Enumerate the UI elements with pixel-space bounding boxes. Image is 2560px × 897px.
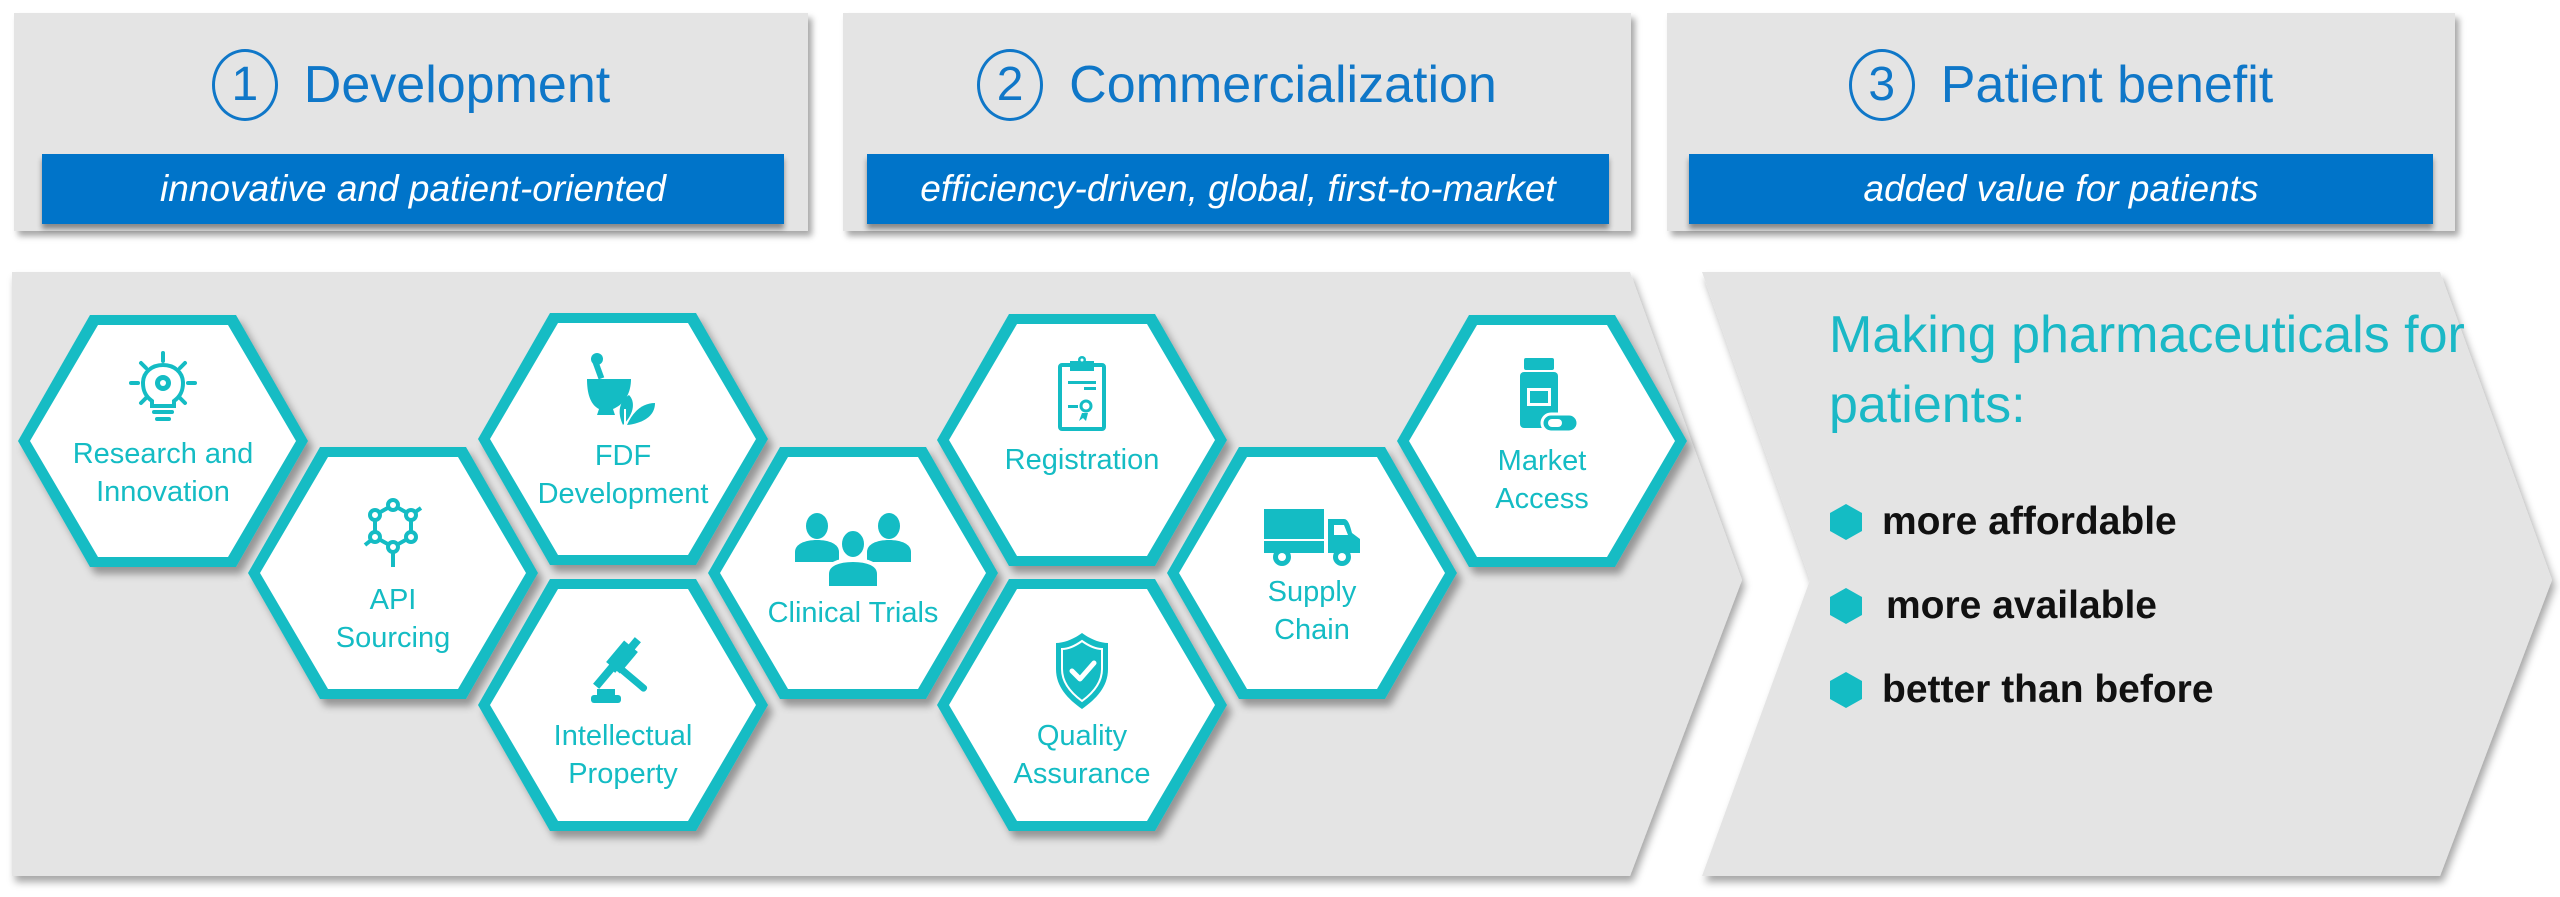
- medicine-bottle-pill-icon: [1520, 358, 1580, 434]
- phase-subtitle-banner: efficiency-driven, global, first-to-mark…: [867, 154, 1609, 224]
- hex-supply-chain: Supply Chain: [1167, 445, 1457, 701]
- hex-fdf-development: FDF Development: [478, 311, 768, 567]
- phase-patient-benefit: 3 Patient benefit added value for patien…: [1667, 13, 2455, 231]
- hex-label: Registration: [1004, 444, 1160, 476]
- hex-registration: Registration: [937, 312, 1227, 568]
- hexagon-frame: [248, 447, 538, 699]
- patient-benefit-arrow: [1702, 272, 2552, 876]
- phase-title: Development: [303, 56, 611, 114]
- molecule-icon: [363, 498, 423, 567]
- phase-title: Commercialization: [1069, 56, 1497, 114]
- hex-label: Research and Innovation: [72, 438, 254, 508]
- hex-research-innovation: Research and Innovation: [18, 313, 308, 569]
- mortar-pestle-leaf-icon: [587, 353, 655, 425]
- phase-subtitle-banner: added value for patients: [1689, 154, 2433, 224]
- hexagon-frame: [18, 315, 308, 567]
- phase-title: Patient benefit: [1940, 56, 2274, 114]
- hexagon-bullet-icon: [1830, 588, 1862, 624]
- hex-label: Quality Assurance: [1013, 720, 1151, 790]
- hex-label: Supply Chain: [1267, 576, 1357, 646]
- hex-label: FDF Development: [537, 440, 709, 510]
- people-group-icon: [795, 513, 911, 588]
- hexagon-bullet-icon: [1830, 504, 1862, 540]
- benefit-list: more affordable more available better th…: [1830, 480, 2214, 732]
- hex-quality-assurance: Quality Assurance: [937, 577, 1227, 833]
- benefit-item-text: more available: [1886, 584, 2157, 627]
- clipboard-certificate-icon: [1058, 356, 1106, 431]
- phase-development: 1 Development innovative and patient-ori…: [14, 13, 808, 231]
- hex-intellectual-property: Intellectual Property: [478, 577, 768, 833]
- hexagon-frame: [1397, 315, 1687, 567]
- phase-subtitle-banner: innovative and patient-oriented: [42, 154, 784, 224]
- lightbulb-gear-icon: [129, 351, 197, 421]
- benefit-item: more affordable: [1830, 480, 2214, 564]
- hex-clinical-trials: Clinical Trials: [708, 445, 998, 701]
- phase-number-badge: 1: [211, 49, 278, 121]
- hexagon-frame: [478, 313, 768, 565]
- phase-commercialization: 2 Commercialization efficiency-driven, g…: [843, 13, 1631, 231]
- hex-label: API Sourcing: [335, 584, 451, 654]
- gavel-icon: [591, 637, 648, 703]
- shield-check-icon: [1056, 633, 1108, 709]
- benefit-item: more available: [1830, 564, 2214, 648]
- hex-api-sourcing: API Sourcing: [248, 445, 538, 701]
- hexagon-bullet-icon: [1830, 672, 1862, 708]
- phase-number-badge: 2: [977, 49, 1044, 121]
- hex-label: Market Access: [1495, 445, 1589, 515]
- hexagon-frame: [1167, 447, 1457, 699]
- benefit-heading: Making pharmaceuticals for patients:: [1829, 306, 2465, 434]
- hex-label: Clinical Trials: [767, 597, 939, 629]
- phase-number-badge: 3: [1848, 49, 1915, 121]
- hexagon-frame: [937, 314, 1227, 566]
- benefit-item-text: more affordable: [1882, 500, 2177, 543]
- delivery-truck-icon: [1264, 509, 1360, 566]
- hexagon-frame: [478, 579, 768, 831]
- hex-market-access: Market Access: [1397, 313, 1687, 569]
- benefit-item-text: better than before: [1882, 668, 2214, 711]
- hex-label: Intellectual Property: [553, 720, 693, 790]
- benefit-item: better than before: [1830, 648, 2214, 732]
